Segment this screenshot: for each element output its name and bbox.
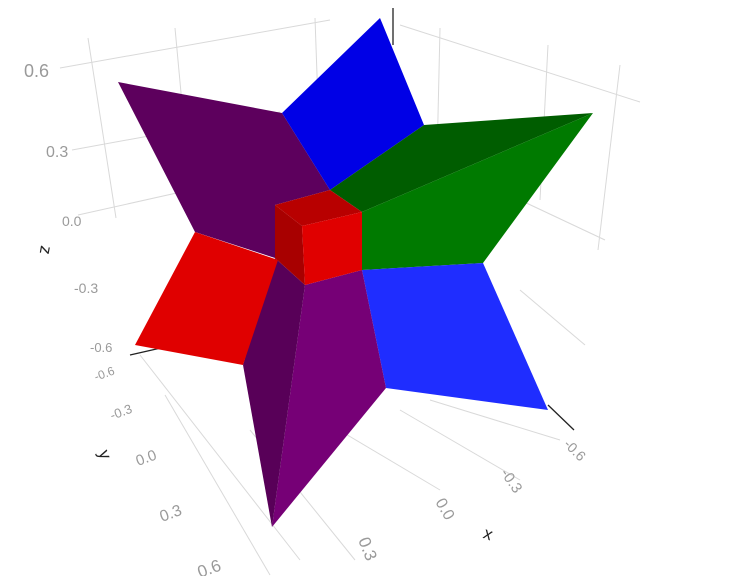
red-cube-top bbox=[275, 190, 362, 226]
y-axis-title: y bbox=[95, 447, 116, 462]
x-axis-title: x bbox=[481, 523, 496, 544]
grid-lines bbox=[59, 17, 641, 576]
x-tick-label: 0.3 bbox=[354, 534, 380, 563]
z-axis-title: z bbox=[36, 244, 56, 256]
x-tick-label: -0.3 bbox=[497, 466, 526, 497]
y-tick-label: 0.6 bbox=[195, 556, 224, 576]
red-lower-left-face bbox=[135, 232, 278, 365]
x-axis-line bbox=[547, 404, 575, 431]
x-tick-label: 0.0 bbox=[432, 496, 458, 524]
blue-top-face bbox=[282, 18, 424, 190]
y-tick-label: 0.0 bbox=[134, 447, 159, 470]
blue-lower-right-face bbox=[362, 263, 548, 410]
y-tick-label: -0.3 bbox=[108, 401, 134, 423]
z-tick-label: -0.3 bbox=[74, 280, 98, 296]
z-tick-label: 0.0 bbox=[62, 213, 82, 229]
z-tick-label: 0.3 bbox=[46, 144, 68, 161]
purple-lower-dark-face bbox=[243, 258, 305, 527]
y-tick-label: -0.6 bbox=[92, 363, 117, 383]
red-cube-front bbox=[302, 212, 362, 285]
z-tick-label: -0.6 bbox=[90, 340, 112, 355]
mesh-faces bbox=[118, 18, 593, 527]
x-tick-label: -0.6 bbox=[561, 436, 590, 465]
z-tick-label: 0.6 bbox=[24, 61, 49, 81]
y-tick-label: 0.3 bbox=[158, 502, 185, 526]
purple-lower-face bbox=[272, 270, 386, 527]
red-cube-left bbox=[275, 205, 305, 285]
green-dark-face bbox=[330, 113, 593, 212]
green-face bbox=[362, 113, 593, 270]
purple-upper-left-face bbox=[118, 82, 330, 258]
